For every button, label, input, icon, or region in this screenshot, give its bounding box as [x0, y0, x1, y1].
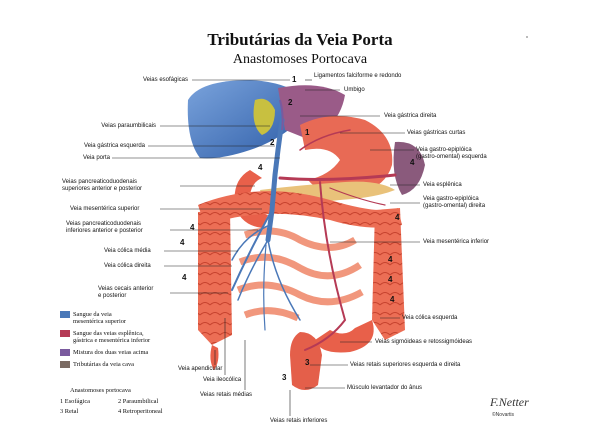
marker-2: 2	[288, 98, 293, 107]
liver-shape	[187, 80, 300, 159]
marker-4: 4	[388, 275, 393, 284]
marker-4: 4	[190, 223, 195, 232]
marker-4: 4	[258, 163, 263, 172]
anastomosis-retal: 3 Retal	[60, 408, 79, 415]
diagram-subtitle: Anastomoses Portocava	[232, 52, 368, 67]
portal-veins	[231, 117, 301, 331]
label-pancreaticoduodenais-sup-2: superiores anterior e posterior	[62, 186, 143, 192]
label-retais-medias: Veias retais médias	[200, 392, 253, 398]
marker-1: 1	[305, 128, 310, 137]
marker-3: 3	[282, 373, 287, 382]
label-gastrica-direita: Veia gástrica direita	[384, 113, 437, 119]
marker-4: 4	[180, 238, 185, 247]
marker-2: 2	[270, 138, 275, 147]
label-veias-paraumbilicais: Veias paraumbilicais	[101, 123, 156, 129]
label-veia-porta: Veia porta	[82, 155, 110, 161]
label-gastroepiploica-esq-1: Veia gastro-epiplóica	[416, 147, 472, 153]
anastomosis-retroperitoneal: 4 Retroperitoneal	[118, 408, 163, 415]
label-colica-direita: Veia cólica direita	[104, 263, 151, 269]
stomach-shape	[300, 116, 393, 195]
copyright-notice: ©Novartis	[492, 412, 515, 418]
label-gastroepiploica-dir-1: Veia gastro-epiplóica	[423, 196, 479, 202]
diagram-title: Tributárias da Veia Porta	[207, 30, 393, 49]
label-colica-esquerda: Veia cólica esquerda	[402, 315, 458, 321]
label-apendicular: Veia apendicular	[178, 366, 223, 372]
paraumbilical-veins	[279, 99, 284, 131]
label-retais-inferiores: Veias retais inferiores	[270, 418, 328, 424]
anastomosis-esofagica: 1 Esofágica	[60, 398, 90, 405]
legend-item-caval: Tributárias da veia cava	[73, 361, 134, 368]
marker-4: 4	[388, 255, 393, 264]
descending-colon	[372, 208, 405, 340]
anastomosis-paraumbilical: 2 Paraumbilical	[118, 398, 159, 405]
small-intestine	[236, 227, 364, 322]
marker-1: 1	[292, 75, 297, 84]
label-umbigo: Umbigo	[344, 87, 365, 93]
label-pancreaticoduodenais-inf-2: inferiores anterior e posterior	[66, 228, 143, 234]
label-mesenterica-superior: Veia mesentérica superior	[70, 206, 140, 212]
label-cecais-1: Veias cecais anterior	[98, 286, 154, 292]
label-colica-media: Veia cólica média	[104, 248, 151, 254]
marker-4: 4	[410, 158, 415, 167]
label-veias-esofagicas: Veias esofágicas	[142, 77, 188, 83]
sigmoid-colon	[315, 320, 374, 353]
label-gastroepiploica-dir-2: (gastro-omental) direita	[423, 203, 486, 209]
artist-signature: F.Netter	[490, 395, 529, 409]
label-pancreaticoduodenais-sup-1: Veias pancreaticoduodenais	[62, 179, 138, 185]
legend-swatch-mixed	[60, 349, 70, 356]
label-mesenterica-inferior: Veia mesentérica inferior	[423, 239, 490, 245]
marker-4: 4	[395, 213, 400, 222]
legend-swatch-smv	[60, 311, 70, 318]
leader-lines	[112, 79, 420, 416]
appendix-shape	[210, 345, 219, 370]
marker-4: 4	[390, 295, 395, 304]
label-ileocolica: Veia ileocólica	[203, 377, 242, 383]
anastomosis-markers: 1 1 2 2 4 4 4 4 4 4 4 4 4 3 3	[180, 75, 415, 382]
label-esplenica: Veia esplênica	[423, 182, 462, 188]
marker-3: 3	[305, 358, 310, 367]
anastomoses-heading: Anastomoses portocava	[70, 387, 131, 394]
label-retais-superiores: Veias retais superiores esquerda e direi…	[350, 362, 461, 368]
marker-4: 4	[182, 273, 187, 282]
label-gastricas-curtas: Veias gástricas curtas	[407, 130, 466, 136]
splenic-veins	[278, 129, 397, 351]
speck	[526, 36, 528, 38]
legend-swatch-caval	[60, 361, 70, 368]
spleen-shape	[393, 141, 425, 195]
transverse-colon	[198, 191, 402, 228]
label-cecais-2: e posterior	[98, 293, 127, 299]
label-veia-gastrica-esquerda: Veia gástrica esquerda	[83, 143, 145, 149]
label-gastroepiploica-esq-2: (gastro-omental) esquerda	[416, 154, 487, 160]
label-levantador-anus: Músculo levantador do ânus	[347, 385, 423, 391]
legend-item-mixed: Mistura dos duas veias acima	[73, 349, 149, 356]
label-pancreaticoduodenais-inf-1: Veias pancreaticoduodenais	[66, 221, 142, 227]
ascending-colon	[198, 210, 232, 345]
label-sigmoideas: Veias sigmóideas e retossigmóideas	[375, 339, 473, 345]
legend-swatch-splenic	[60, 330, 70, 337]
legend-item-splenic: Sangue das veias esplênica,gástrica e me…	[73, 330, 151, 344]
label-ligamentos: Ligamentos falciforme e redondo	[314, 73, 402, 79]
